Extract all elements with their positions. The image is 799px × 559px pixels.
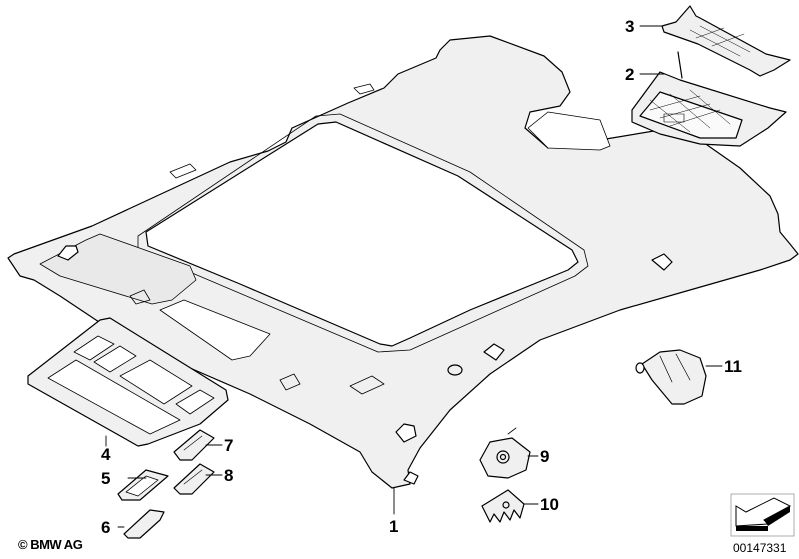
part-6-cap[interactable]: [123, 509, 165, 539]
part-9-plate[interactable]: [479, 427, 531, 479]
part-7-light[interactable]: [173, 429, 215, 461]
part-4-overhead-console[interactable]: [27, 317, 229, 447]
headliner-part[interactable]: [7, 35, 799, 489]
callout-9[interactable]: 9: [540, 447, 550, 466]
callout-10[interactable]: 10: [540, 495, 559, 514]
callout-6[interactable]: 6: [101, 518, 111, 537]
copyright-text: © BMW AG: [18, 537, 83, 552]
part-5-frame[interactable]: [117, 469, 169, 501]
callout-4[interactable]: 4: [101, 445, 111, 464]
callout-2[interactable]: 2: [625, 65, 635, 84]
part-8-light[interactable]: [173, 463, 215, 495]
orientation-arrow-icon: [730, 493, 795, 537]
callout-11[interactable]: 11: [724, 357, 742, 376]
callout-5[interactable]: 5: [101, 469, 111, 488]
part-11-bracket[interactable]: [635, 349, 707, 405]
callout-1[interactable]: 1: [389, 517, 399, 536]
part-3-trim-panel[interactable]: [661, 5, 791, 77]
callout-7[interactable]: 7: [224, 436, 234, 455]
callout-3[interactable]: 3: [625, 17, 635, 36]
leader-lines: [105, 25, 723, 528]
callout-8[interactable]: 8: [224, 466, 234, 485]
image-number: 00147331: [733, 541, 787, 555]
part-2-trim-panel[interactable]: [631, 51, 787, 147]
part-10-clip[interactable]: [481, 489, 525, 523]
